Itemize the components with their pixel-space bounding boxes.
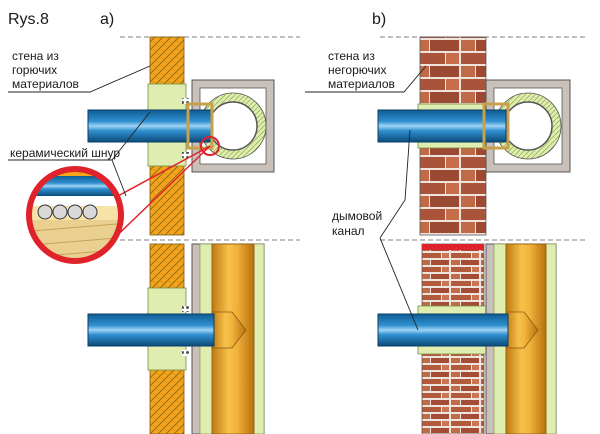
figure-label: Rys.8 xyxy=(8,11,49,28)
ceramic-cord-label: керамический шнур xyxy=(10,146,120,160)
svg-text:материалов: материалов xyxy=(328,77,395,91)
chimney-channel-label: дымовой канал xyxy=(332,209,382,238)
leader-lines xyxy=(8,65,427,331)
svg-text:канал: канал xyxy=(332,224,365,238)
panel-a-letter: a) xyxy=(100,11,114,28)
panel-b-bottom xyxy=(377,243,557,434)
svg-text:материалов: материалов xyxy=(12,77,79,91)
svg-text:стена из: стена из xyxy=(328,49,375,63)
svg-text:дымовой: дымовой xyxy=(332,209,382,223)
svg-text:негорючих: негорючих xyxy=(328,63,386,77)
svg-text:горючих: горючих xyxy=(12,63,57,77)
panel-b-letter: b) xyxy=(372,11,386,28)
detail-marker xyxy=(200,136,220,156)
svg-text:стена из: стена из xyxy=(12,49,59,63)
panel-b-top xyxy=(377,36,571,236)
ceramic-cord-beads xyxy=(37,204,98,220)
panel-a-wall-label: стена из горючих материалов xyxy=(12,49,79,91)
panel-a-bottom xyxy=(87,243,265,434)
guide-lines xyxy=(120,36,585,241)
ceramic-cord-callout xyxy=(26,145,211,264)
panel-a-top xyxy=(87,36,275,236)
panel-b-wall-label: стена из негорючих материалов xyxy=(328,49,395,91)
flue-pipe xyxy=(87,109,212,143)
